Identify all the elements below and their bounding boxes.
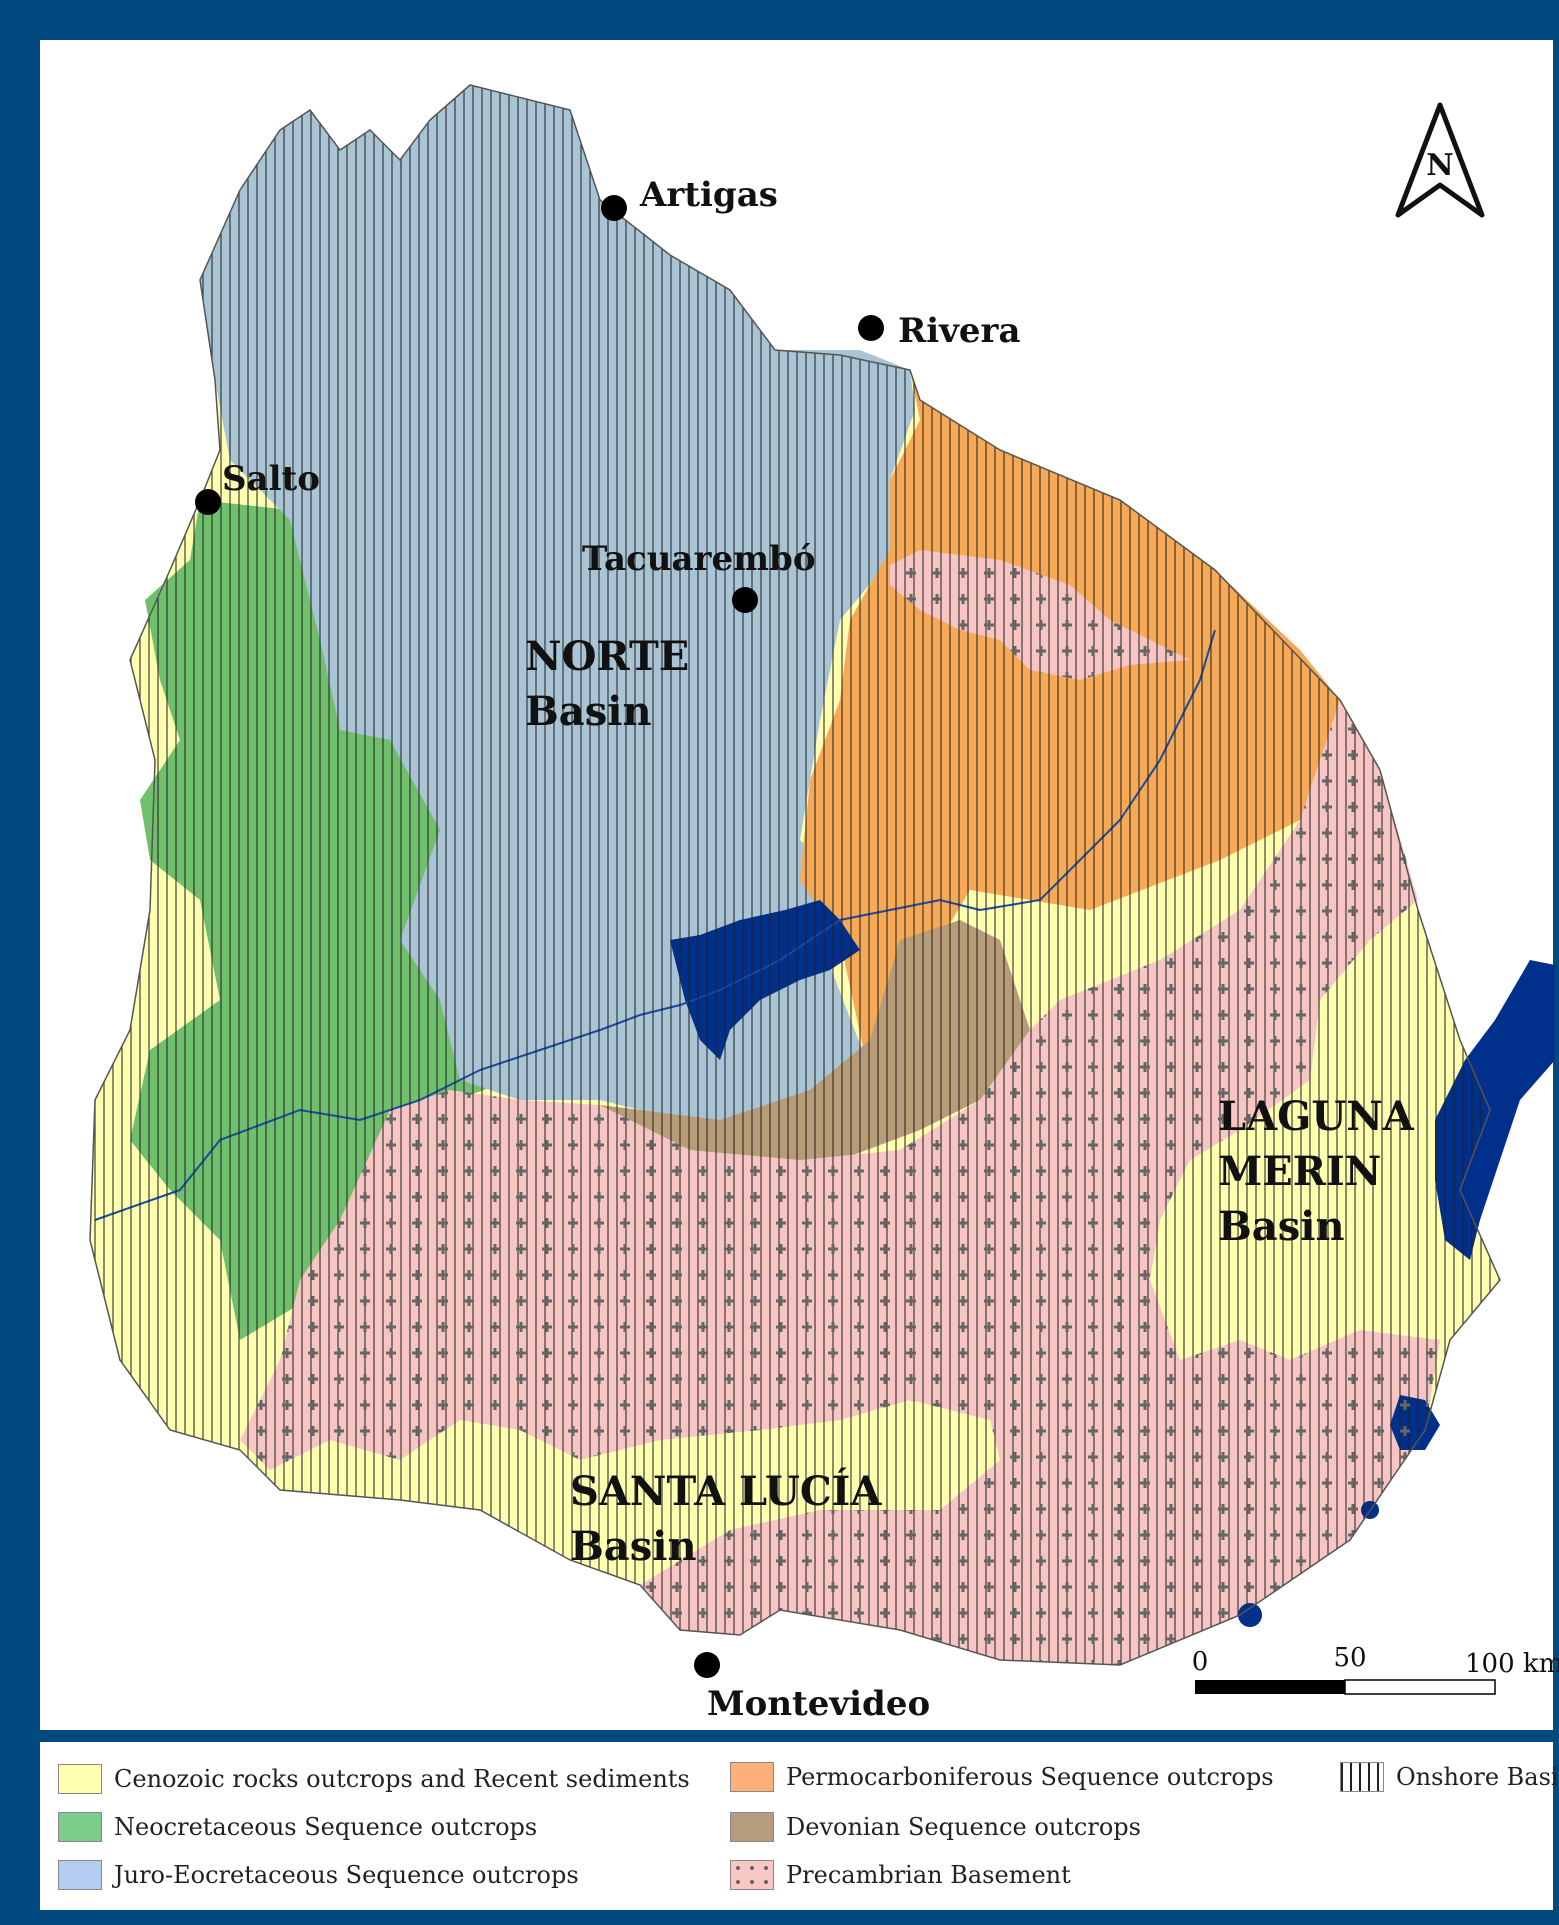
city-dot-salto: [195, 489, 221, 515]
north-arrow-icon: [1395, 102, 1485, 218]
legend-swatch-precambrian: [730, 1860, 774, 1890]
city-label-rivera: Rivera: [898, 311, 1021, 351]
city-label-tacuarembo: Tacuarembó: [582, 539, 816, 579]
basin-label-laguna-line1: LAGUNA: [1218, 1093, 1415, 1140]
basin-label-norte-line2: Basin: [525, 688, 652, 735]
city-label-montevideo: Montevideo: [707, 1684, 930, 1724]
laguna-merin-lake: [1435, 960, 1555, 1260]
legend-item-permocarboniferous: Permocarboniferous Sequence outcrops: [730, 1762, 1274, 1792]
precambrian-crosses: [240, 550, 1440, 1665]
legend-item-neocretaceous: Neocretaceous Sequence outcrops: [58, 1812, 537, 1842]
legend: Cenozoic rocks outcrops and Recent sedim…: [40, 1742, 1559, 1910]
legend-item-precambrian: Precambrian Basement: [730, 1860, 1071, 1890]
country-outline: [89, 84, 1501, 1666]
legend-swatch-cenozoic: [58, 1764, 102, 1794]
scale-bar: 0 50 100 km: [1192, 1643, 1559, 1695]
north-arrow: N: [1395, 102, 1485, 218]
basin-label-laguna-line2: MERIN: [1218, 1148, 1381, 1195]
north-arrow-label: N: [1426, 148, 1453, 183]
city-dot-artigas: [601, 195, 627, 221]
legend-item-cenozoic: Cenozoic rocks outcrops and Recent sedim…: [58, 1764, 690, 1794]
scale-bar-white: [1344, 1679, 1496, 1695]
legend-swatch-devonian: [730, 1812, 774, 1842]
city-dot-montevideo: [694, 1652, 720, 1678]
city-dot-tacuarembo: [732, 587, 758, 613]
basin-label-laguna-line3: Basin: [1218, 1203, 1345, 1250]
legend-swatch-neocretaceous: [58, 1812, 102, 1842]
legend-item-onshore-basin: Onshore Basi: [1340, 1762, 1559, 1792]
legend-item-juro-eocretaceous: Juro-Eocretaceous Sequence outcrops: [58, 1860, 579, 1890]
legend-swatch-permocarboniferous: [730, 1762, 774, 1792]
legend-swatch-juro-eocretaceous: [58, 1860, 102, 1890]
city-label-salto: Salto: [222, 459, 320, 499]
scale-tick-0: 0: [1192, 1647, 1209, 1677]
basin-label-santa-lucia-line2: Basin: [570, 1523, 697, 1570]
city-markers: Artigas Rivera Salto Tacuarembó Montevid…: [195, 175, 1021, 1724]
legend-label-permocarboniferous: Permocarboniferous Sequence outcrops: [786, 1763, 1274, 1791]
city-dot-rivera: [858, 315, 884, 341]
legend-label-onshore-basin: Onshore Basi: [1396, 1763, 1559, 1791]
legend-label-precambrian: Precambrian Basement: [786, 1861, 1071, 1889]
legend-label-cenozoic: Cenozoic rocks outcrops and Recent sedim…: [114, 1765, 690, 1793]
basin-labels: NORTE Basin LAGUNA MERIN Basin SANTA LUC…: [525, 633, 1415, 1570]
city-label-artigas: Artigas: [639, 175, 778, 215]
legend-divider: [40, 1730, 1553, 1742]
legend-swatch-onshore-basin: [1340, 1762, 1384, 1792]
basin-label-norte-line1: NORTE: [525, 633, 689, 680]
geologic-map: N Artigas Rivera Salto Tacuarembó Montev…: [89, 84, 1559, 1724]
legend-item-devonian: Devonian Sequence outcrops: [730, 1812, 1141, 1842]
legend-label-devonian: Devonian Sequence outcrops: [786, 1813, 1141, 1841]
basin-label-santa-lucia-line1: SANTA LUCÍA: [570, 1468, 882, 1515]
legend-label-juro-eocretaceous: Juro-Eocretaceous Sequence outcrops: [114, 1861, 579, 1889]
scale-tick-50: 50: [1333, 1643, 1366, 1673]
scale-tick-100: 100 km: [1465, 1649, 1559, 1679]
map-frame: N Artigas Rivera Salto Tacuarembó Montev…: [40, 40, 1559, 1910]
scale-bar-black: [1195, 1680, 1345, 1694]
legend-label-neocretaceous: Neocretaceous Sequence outcrops: [114, 1813, 538, 1841]
